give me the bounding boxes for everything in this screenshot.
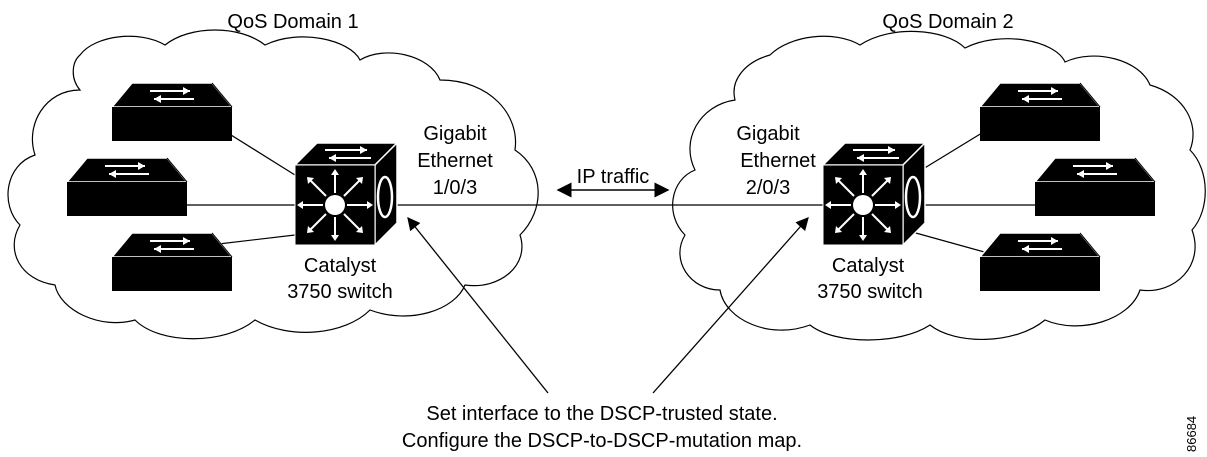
domain1-switch-3 (111, 232, 233, 292)
note-line-1: Set interface to the DSCP-trusted state. (426, 403, 777, 425)
domain2-switch-2 (1034, 157, 1156, 217)
catalyst-3750-switch-domain1 (293, 141, 399, 247)
domain1-interface-line-2: Ethernet (417, 150, 493, 172)
domain2-switch-3 (979, 232, 1101, 292)
domain1-switch-label-line-2: 3750 switch (287, 281, 393, 303)
domain2-interface-line-2: Ethernet (740, 150, 816, 172)
domain2-title: QoS Domain 2 (882, 11, 1013, 33)
pointer-arrow-1 (407, 216, 549, 394)
catalyst-3750-switch-domain2 (821, 141, 927, 247)
note-line-2: Configure the DSCP-to-DSCP-mutation map. (402, 430, 802, 452)
domain1-switch-label-line-1: Catalyst (304, 255, 377, 277)
domain2-switch-label-line-2: 3750 switch (817, 281, 923, 303)
figure-id: 86684 (1184, 416, 1199, 452)
domain1-switch-1 (111, 82, 233, 142)
ip-traffic-label: IP traffic (577, 166, 650, 188)
domain1-switch-2 (66, 157, 188, 217)
domain2-interface-line-1: Gigabit (736, 123, 800, 145)
qos-domain-1-cloud (7, 29, 539, 340)
domain2-interface-line-3: 2/0/3 (746, 177, 790, 199)
pointer-arrow-2 (652, 217, 809, 394)
domain1-links (180, 124, 296, 246)
domain1-interface-line-3: 1/0/3 (433, 177, 477, 199)
qos-domain-2-cloud (672, 30, 1206, 341)
domain1-title: QoS Domain 1 (227, 11, 358, 33)
domain1-interface-line-1: Gigabit (423, 123, 487, 145)
domain2-switch-label-line-1: Catalyst (832, 255, 905, 277)
domain2-switch-1 (979, 82, 1101, 142)
